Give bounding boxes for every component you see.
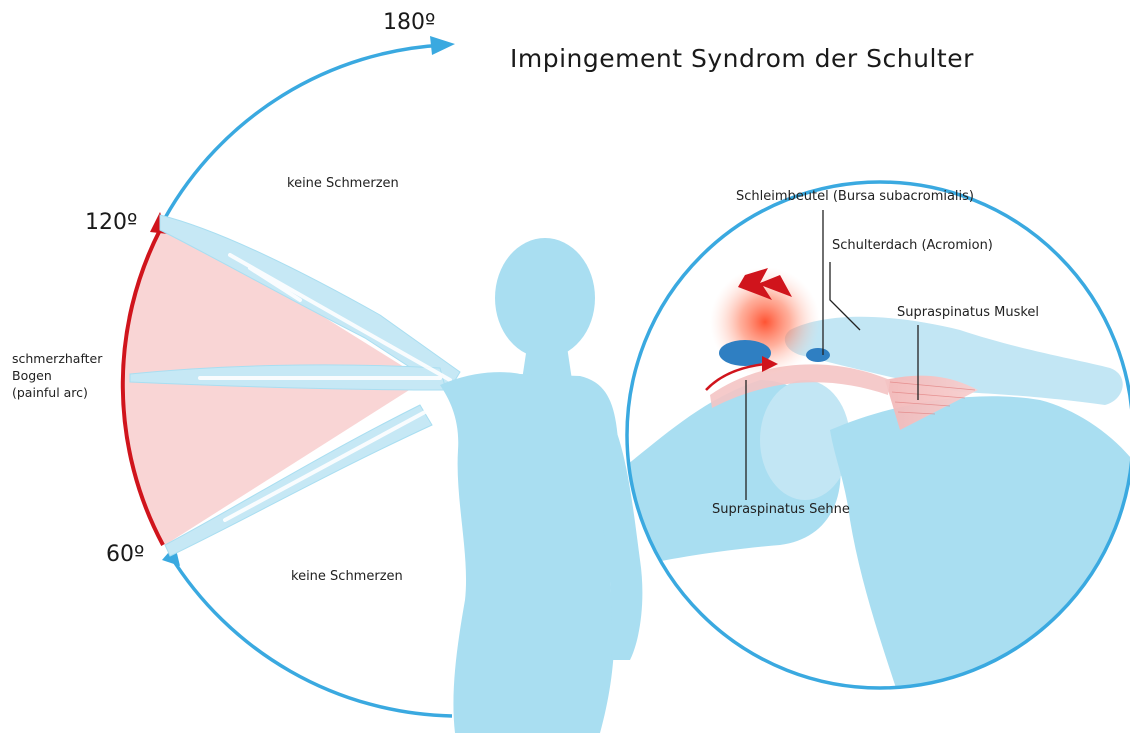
angle-60-label: 60º [106, 542, 144, 567]
painful-arc-line-1: schmerzhafter [12, 350, 102, 367]
bursa-label: Schleimbeutel (Bursa subacromialis) [736, 189, 974, 204]
muscle-label: Supraspinatus Muskel [897, 305, 1039, 320]
painful-arc-line-3: (painful arc) [12, 384, 102, 401]
diagram-title: Impingement Syndrom der Schulter [510, 44, 974, 73]
shoulder-zoom [620, 180, 1130, 700]
arrow-180-icon [430, 36, 455, 55]
angle-120-label: 120º [85, 210, 137, 235]
body-silhouette [440, 238, 642, 733]
painful-arc-line-2: Bogen [12, 367, 102, 384]
no-pain-lower-label: keine Schmerzen [291, 569, 403, 584]
tendon-label: Supraspinatus Sehne [712, 502, 850, 517]
no-pain-upper-label: keine Schmerzen [287, 176, 399, 191]
acromion-label: Schulterdach (Acromion) [832, 238, 993, 253]
range-arc-upper [165, 45, 445, 218]
angle-180-label: 180º [383, 10, 435, 35]
painful-arc-label: schmerzhafter Bogen (painful arc) [12, 350, 102, 401]
